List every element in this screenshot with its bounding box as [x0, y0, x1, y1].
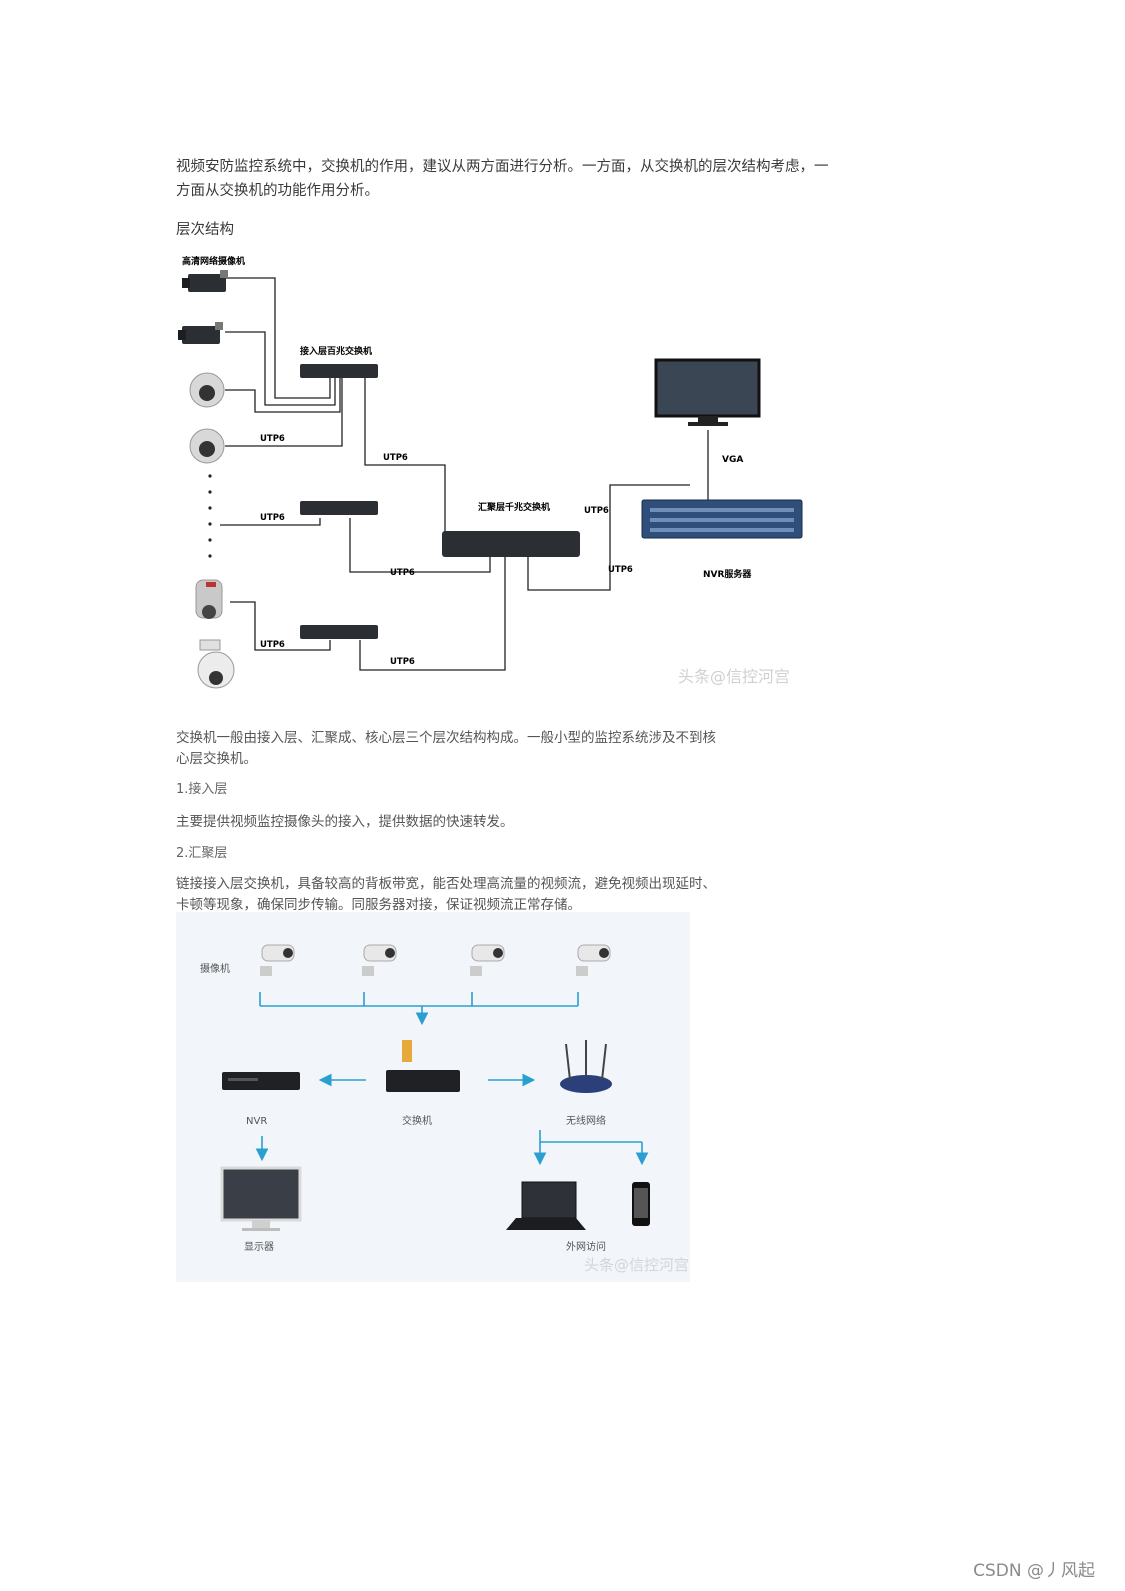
section-heading: 层次结构: [176, 222, 234, 238]
bullet-camera-icon: [576, 944, 611, 976]
csdn-footer: CSDN @丿风起: [973, 1561, 1095, 1581]
wiring: [220, 277, 709, 671]
box-camera-icon: [178, 322, 223, 344]
layers-paragraph: 交换机一般由接入层、汇聚成、核心层三个层次结构构成。一般小型的监控系统涉及不到核…: [176, 730, 716, 767]
vga-label: VGA: [722, 455, 743, 465]
nvr-server-label: NVR服务器: [703, 568, 752, 580]
router-icon: [560, 1040, 612, 1093]
ptz-camera-icon: [195, 579, 223, 619]
dome-camera-icon: [189, 428, 225, 464]
desktop-monitor-icon: [220, 1166, 302, 1231]
connection-arrows: [255, 992, 649, 1166]
agg-switch-label: 汇聚层千兆交换机: [478, 501, 550, 513]
wireless-label: 无线网络: [566, 1114, 606, 1127]
switch-icon: [386, 1040, 460, 1092]
utp-label: UTP6: [383, 453, 408, 463]
utp-label: UTP6: [260, 640, 285, 650]
utp-label: UTP6: [608, 565, 633, 575]
access-switch-label: 接入层百兆交换机: [300, 345, 372, 357]
utp-label: UTP6: [260, 434, 285, 444]
camera-label: 摄像机: [200, 962, 230, 975]
remote-access-label: 外网访问: [566, 1240, 606, 1253]
nvr-server-icon: [641, 499, 803, 539]
aggregation-diagram: 摄像机 NVR: [176, 912, 690, 1282]
monitor-icon: [654, 358, 761, 426]
box-camera-icon: [182, 270, 228, 292]
nvr-icon: [222, 1072, 300, 1090]
monitor-label: 显示器: [244, 1241, 274, 1253]
speed-dome-camera-icon: [197, 639, 235, 689]
access-layer-heading: 1.接入层: [176, 782, 228, 797]
bullet-camera-icon: [260, 944, 295, 976]
agg-layer-desc: 链接接入层交换机，具备较高的背板带宽，能否处理高流量的视频流，避免视频出现延时、…: [176, 876, 716, 913]
switch-label: 交换机: [402, 1114, 432, 1127]
access-layer-desc: 主要提供视频监控摄像头的接入，提供数据的快速转发。: [176, 814, 514, 830]
nvr-label: NVR: [246, 1116, 267, 1127]
utp-label: UTP6: [390, 657, 415, 667]
utp-label: UTP6: [260, 513, 285, 523]
agg-switch-icon: [442, 531, 580, 557]
ellipsis-dots: [208, 474, 212, 558]
intro-paragraph: 视频安防监控系统中，交换机的作用，建议从两方面进行分析。一方面，从交换机的层次结…: [176, 159, 829, 199]
access-switch-icon: [300, 501, 378, 515]
hierarchy-diagram: 高清网络摄像机: [178, 255, 803, 689]
agg-layer-heading: 2.汇聚层: [176, 846, 228, 861]
bullet-camera-icon: [362, 944, 397, 976]
utp-label: UTP6: [584, 506, 609, 516]
watermark: 头条@信控河宫: [584, 1256, 689, 1274]
phone-icon: [632, 1182, 650, 1226]
access-switch-icon: [300, 625, 378, 639]
bullet-camera-icon: [470, 944, 505, 976]
laptop-icon: [506, 1181, 586, 1230]
watermark: 头条@信控河宫: [678, 667, 790, 686]
access-switch-icon: [300, 364, 378, 378]
dome-camera-icon: [189, 372, 225, 408]
utp-label: UTP6: [390, 568, 415, 578]
camera-title-label: 高清网络摄像机: [182, 255, 245, 267]
